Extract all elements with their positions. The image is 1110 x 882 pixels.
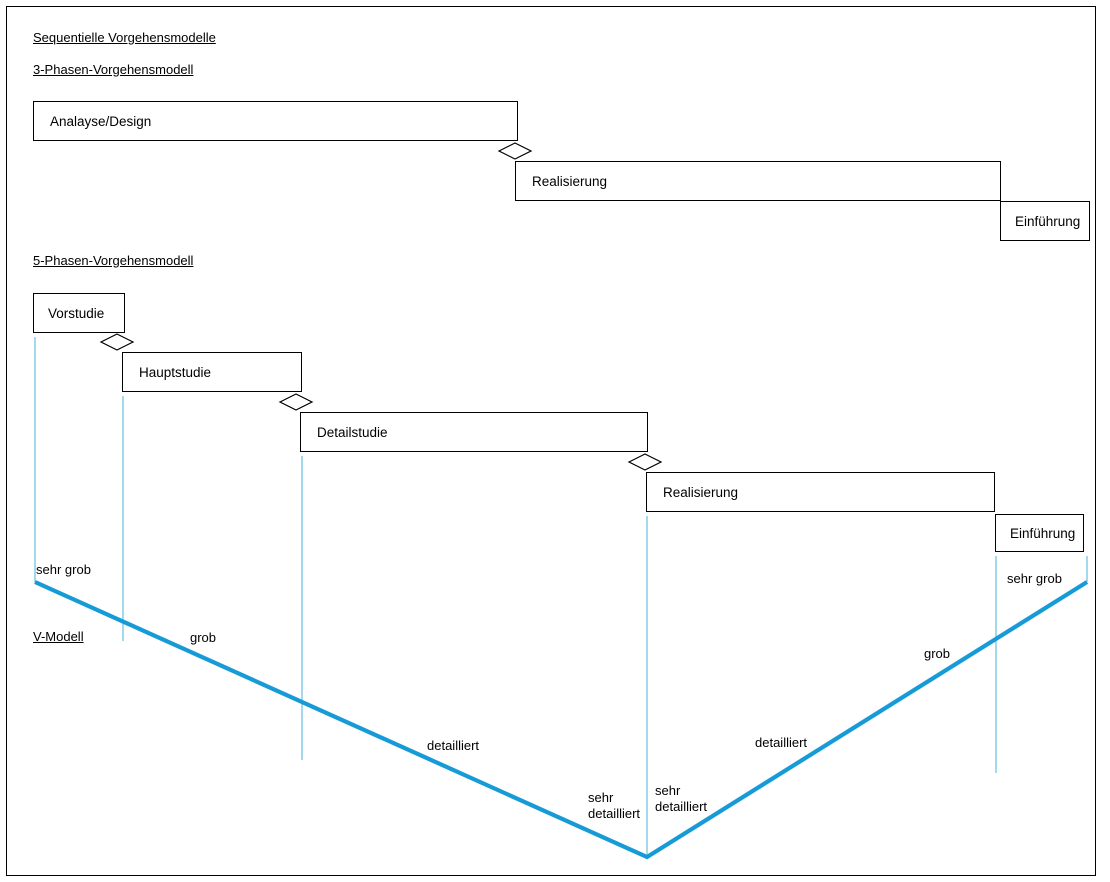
phase-box-detailstudie[interactable]: Detailstudie: [300, 412, 648, 452]
phase-box-label: Detailstudie: [317, 424, 388, 440]
phase-box-realisierung-5p[interactable]: Realisierung: [646, 472, 995, 512]
phase-box-einfuehrung-3p[interactable]: Einführung: [1000, 201, 1090, 241]
phase-box-vorstudie[interactable]: Vorstudie: [33, 293, 125, 333]
phase-box-label: Einführung: [1010, 525, 1076, 541]
annotation-detailliert-right: detailliert: [755, 735, 808, 750]
diamond-connector: [497, 142, 533, 160]
phase-box-label: Vorstudie: [48, 305, 105, 321]
annotation-sehr-grob-left: sehr grob: [36, 562, 91, 577]
connector-diamonds-five-phase: [99, 333, 663, 471]
annotation-sehr-detailliert-left: sehr detailliert: [588, 790, 641, 821]
heading-five-phase: 5-Phasen-Vorgehensmodell: [33, 253, 194, 268]
phase-box-einfuehrung-5p[interactable]: Einführung: [995, 514, 1084, 552]
phase-box-label: Realisierung: [663, 484, 739, 500]
phase-box-label: Analayse/Design: [50, 113, 152, 129]
drop-lines: [34, 337, 1088, 857]
heading-three-phase: 3-Phasen-Vorgehensmodell: [33, 62, 194, 77]
diamond-connector: [99, 333, 135, 351]
annotation-grob-left: grob: [190, 630, 217, 645]
phase-box-label: Realisierung: [532, 173, 608, 189]
page-title: Sequentielle Vorgehensmodelle: [33, 30, 216, 45]
annotation-sehr-grob-right: sehr grob: [1007, 571, 1062, 586]
phase-box-realisierung-3p[interactable]: Realisierung: [515, 161, 1001, 201]
diamond-connector: [278, 393, 314, 411]
heading-v-model: V-Modell: [33, 629, 84, 644]
phase-box-hauptstudie[interactable]: Hauptstudie: [122, 352, 302, 392]
phase-box-label: Hauptstudie: [139, 364, 212, 380]
v-model-line: [34, 580, 1089, 860]
phase-box-analyse-design[interactable]: Analayse/Design: [33, 101, 518, 141]
diamond-connector: [627, 453, 663, 471]
annotation-detailliert-left: detailliert: [427, 738, 480, 753]
phase-box-label: Einführung: [1015, 213, 1081, 229]
annotation-sehr-detailliert-right: sehr detailliert: [655, 783, 708, 814]
annotation-grob-right: grob: [924, 646, 951, 661]
